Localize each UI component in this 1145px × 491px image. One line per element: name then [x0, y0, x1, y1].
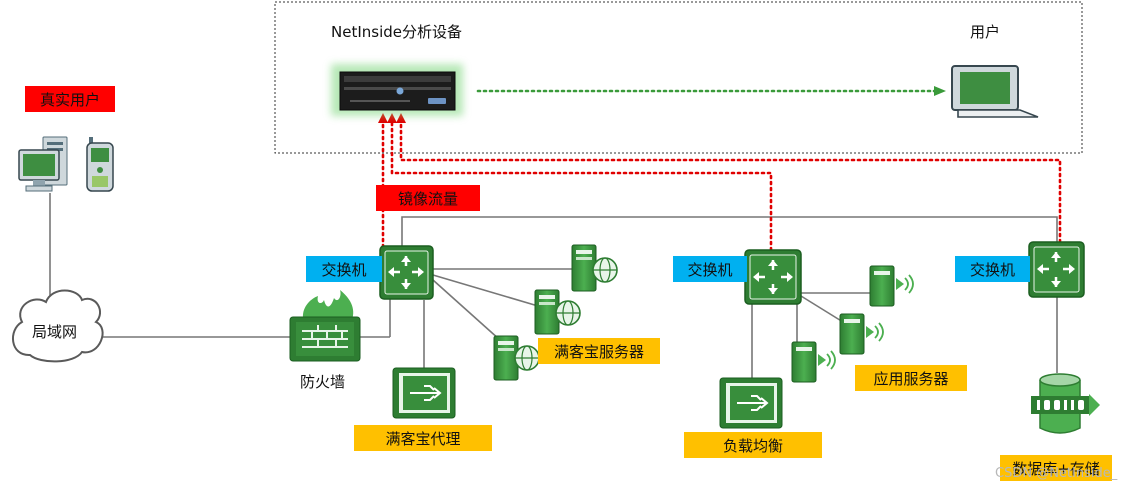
load-balancer-tag: 负载均衡	[684, 432, 822, 458]
proxy-tag: 满客宝代理	[354, 425, 492, 451]
switch-tag-2: 交换机	[673, 256, 747, 282]
flow-arrowhead	[934, 86, 946, 96]
user-computer-icon[interactable]	[951, 65, 1039, 118]
mirror-arrowheads	[378, 113, 406, 123]
mirror-traffic-lines	[381, 118, 1062, 252]
app-server-icon-2[interactable]	[839, 313, 884, 355]
app-server-icon-1[interactable]	[869, 265, 914, 307]
mkb-server-icon-1[interactable]	[571, 244, 618, 292]
proxy-icon[interactable]	[392, 367, 456, 419]
netinside-device-icon[interactable]	[331, 64, 463, 116]
switch-icon-1[interactable]	[379, 245, 434, 300]
mirror-traffic-tag: 镜像流量	[376, 185, 480, 211]
app-server-icon-3[interactable]	[791, 341, 836, 383]
real-users-tag: 真实用户	[25, 86, 115, 112]
csdn-watermark: CSDN @NetInside_	[995, 466, 1118, 481]
mkb-server-icon-2[interactable]	[534, 289, 581, 335]
database-icon[interactable]	[1031, 373, 1100, 434]
db-storage-tag: 数据库+存储	[1000, 455, 1112, 481]
lan-label: 局域网	[32, 323, 78, 341]
mkb-servers-tag: 满客宝服务器	[538, 338, 660, 364]
netinside-device-label: NetInside分析设备	[331, 23, 462, 41]
user-label: 用户	[970, 23, 1001, 41]
network-links	[49, 193, 1058, 378]
lan-cloud-icon[interactable]	[12, 289, 104, 363]
switch-tag-3: 交换机	[955, 256, 1030, 282]
monitor-zone-box	[274, 1, 1083, 154]
load-balancer-icon[interactable]	[719, 377, 783, 429]
mobile-phone-icon[interactable]	[86, 137, 114, 192]
switch-icon-3[interactable]	[1028, 241, 1085, 298]
desktop-pc-icon[interactable]	[18, 136, 68, 192]
firewall-icon[interactable]	[289, 290, 361, 362]
switch-tag-1: 交换机	[306, 256, 382, 282]
mkb-server-icon-3[interactable]	[493, 335, 540, 381]
app-servers-tag: 应用服务器	[855, 365, 967, 391]
firewall-label: 防火墙	[300, 373, 346, 391]
switch-icon-2[interactable]	[744, 249, 802, 305]
